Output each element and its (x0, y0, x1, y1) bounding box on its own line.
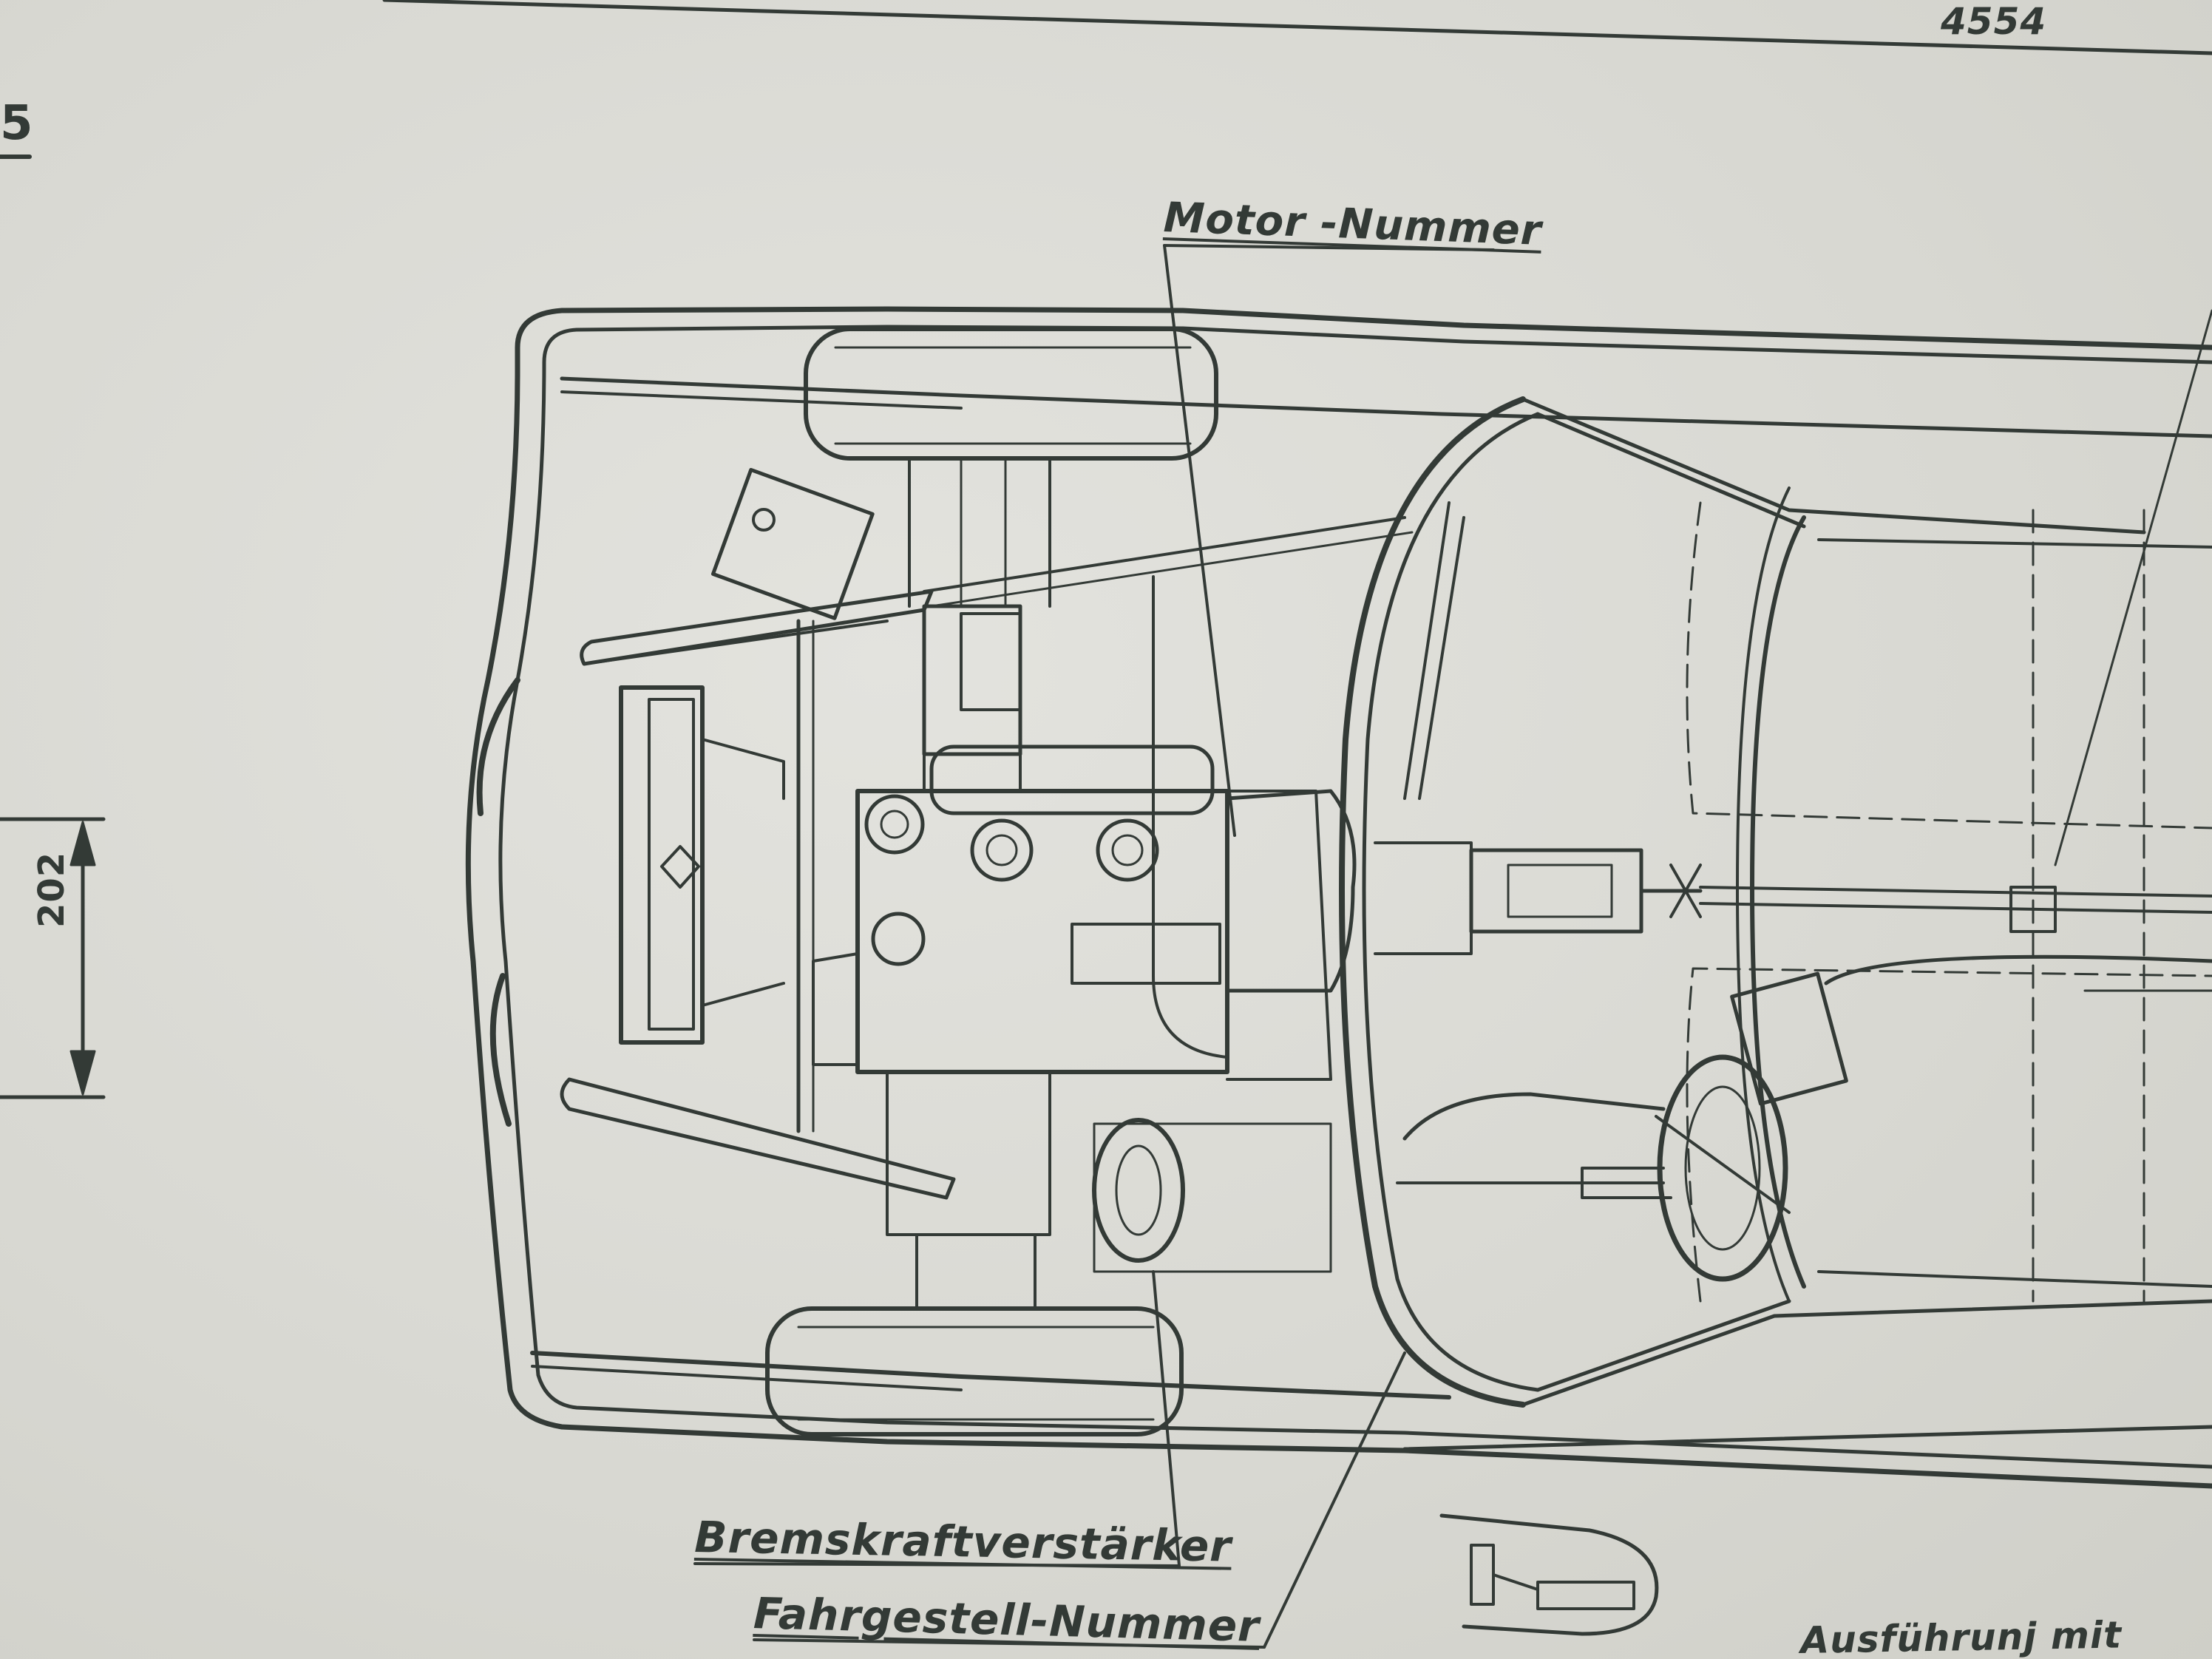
car-body-outline (465, 306, 2212, 1489)
firewall (1339, 396, 2212, 1408)
brems-leader (693, 1562, 1181, 1567)
dimension-label: 202 (31, 851, 72, 928)
header-rule (382, 0, 2212, 55)
drive-shaft (1225, 789, 2212, 993)
corner-digit: 5 (0, 96, 34, 151)
front-suspension (560, 467, 1414, 1200)
page-number: 4554 (1941, 0, 2047, 43)
bremskraftverstaerker-label: Bremskraftverstärker (693, 1512, 1232, 1572)
dimension-202 (0, 817, 106, 1099)
interior (1686, 309, 2212, 1303)
motor-leader (1163, 244, 1495, 251)
ausfuehrung-label: Ausführunj mit (1800, 1613, 2123, 1659)
inset-part (1439, 1513, 1659, 1636)
brake-booster (1092, 1118, 1332, 1273)
fahr-leader (753, 1638, 1266, 1649)
steering-wheel (1396, 954, 2212, 1282)
engine-block (812, 457, 1332, 1310)
radiator (619, 685, 785, 1045)
upper-wheel (804, 327, 1218, 461)
lower-wheel (765, 1306, 1184, 1436)
leader-lines (693, 244, 1495, 1649)
